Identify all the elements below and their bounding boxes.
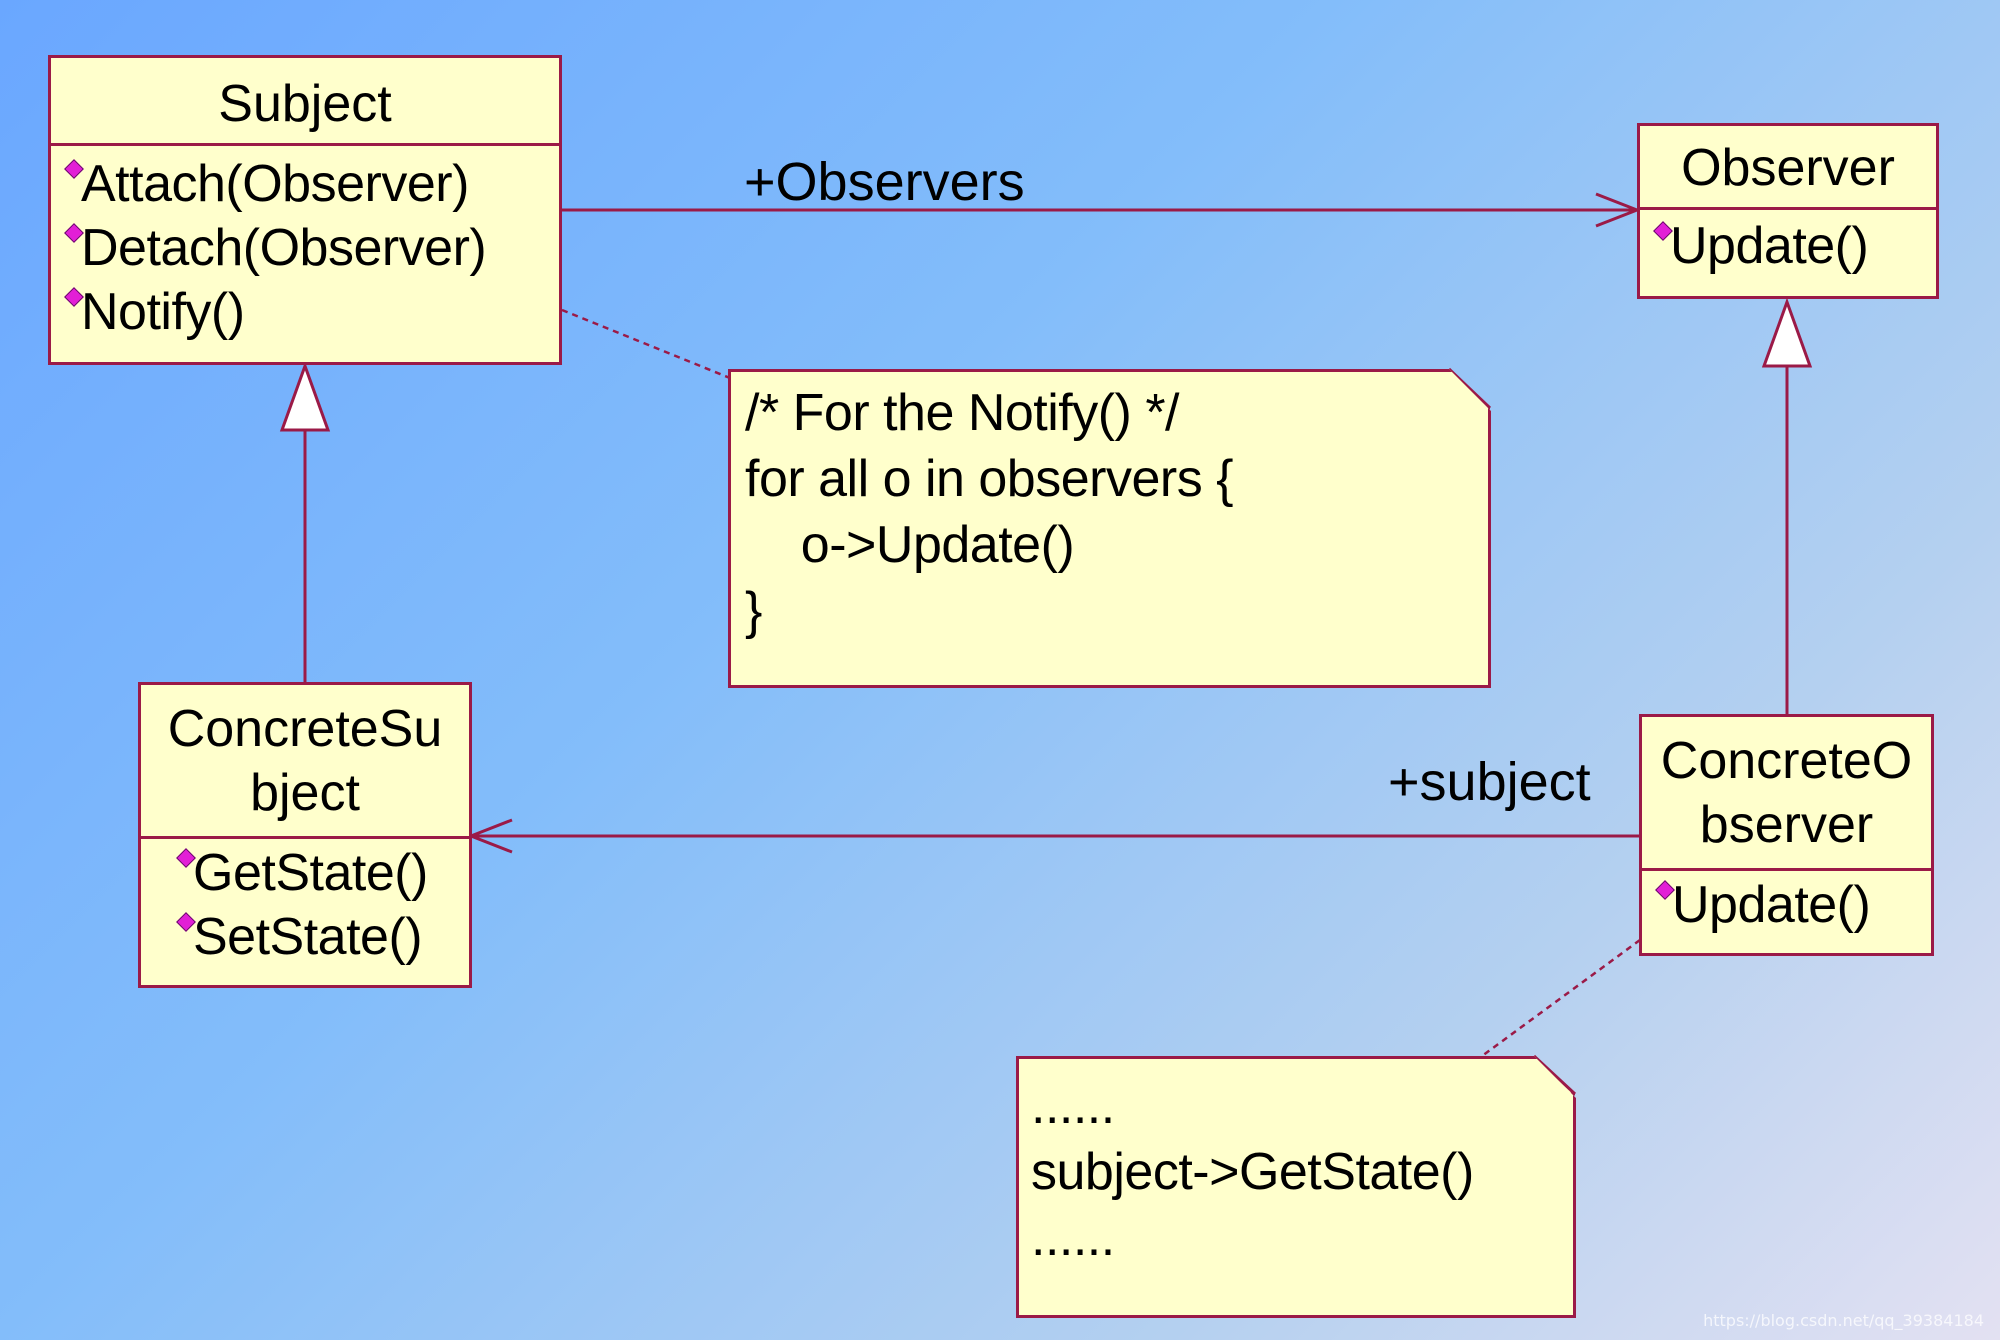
subject-operation-detach: Detach(Observer)	[64, 216, 559, 280]
observer-class-name: Observer	[1640, 126, 1936, 210]
observer-generalization-arrowhead	[1761, 297, 1813, 368]
getstate-note-anchor	[1481, 938, 1641, 1058]
watermark-url: https://blog.csdn.net/qq_39384184	[1703, 1311, 1984, 1330]
getstate-note-line: ......	[1031, 1077, 1115, 1135]
notify-note-line: /* For the Notify() */	[745, 384, 1179, 442]
concrete-subject-operation-setstate: SetState()	[176, 905, 469, 969]
concrete-subject-operation-getstate: GetState()	[176, 841, 469, 905]
concrete-observer-class-name: ConcreteO bserver	[1642, 717, 1931, 871]
getstate-note[interactable]: ...... subject->GetState() ......	[1016, 1056, 1576, 1318]
subject-role-label: +subject	[1388, 752, 1591, 812]
notify-note-line: }	[745, 582, 762, 640]
concrete-observer-class[interactable]: ConcreteO bserver Update()	[1639, 714, 1934, 956]
observers-role-label: +Observers	[744, 152, 1025, 212]
observer-operations: Update()	[1640, 210, 1936, 278]
subject-operation-attach: Attach(Observer)	[64, 152, 559, 216]
concrete-subject-class-name: ConcreteSu bject	[141, 685, 469, 839]
subject-class[interactable]: Subject Attach(Observer) Detach(Observer…	[48, 55, 562, 365]
getstate-note-line: ......	[1031, 1209, 1115, 1267]
observer-operation-update: Update()	[1653, 214, 1936, 278]
getstate-note-fold-edge	[1532, 1054, 1577, 1096]
subject-class-name: Subject	[51, 58, 559, 146]
concrete-subject-class[interactable]: ConcreteSu bject GetState() SetState()	[138, 682, 472, 988]
concrete-observer-operation-update: Update()	[1655, 873, 1931, 937]
notify-note-anchor	[561, 308, 731, 380]
notify-note[interactable]: /* For the Notify() */ for all o in obse…	[728, 369, 1491, 688]
getstate-note-line: subject->GetState()	[1031, 1143, 1474, 1201]
subject-generalization-arrowhead	[279, 361, 331, 432]
concrete-observer-operations: Update()	[1642, 871, 1931, 937]
notify-note-line: o->Update()	[745, 516, 1075, 574]
subject-operations: Attach(Observer) Detach(Observer) Notify…	[51, 146, 559, 344]
concrete-subject-operations: GetState() SetState()	[141, 839, 469, 969]
observer-class[interactable]: Observer Update()	[1637, 123, 1939, 299]
notify-note-fold-edge	[1447, 367, 1492, 410]
subject-operation-notify: Notify()	[64, 280, 559, 344]
notify-note-line: for all o in observers {	[745, 450, 1234, 508]
